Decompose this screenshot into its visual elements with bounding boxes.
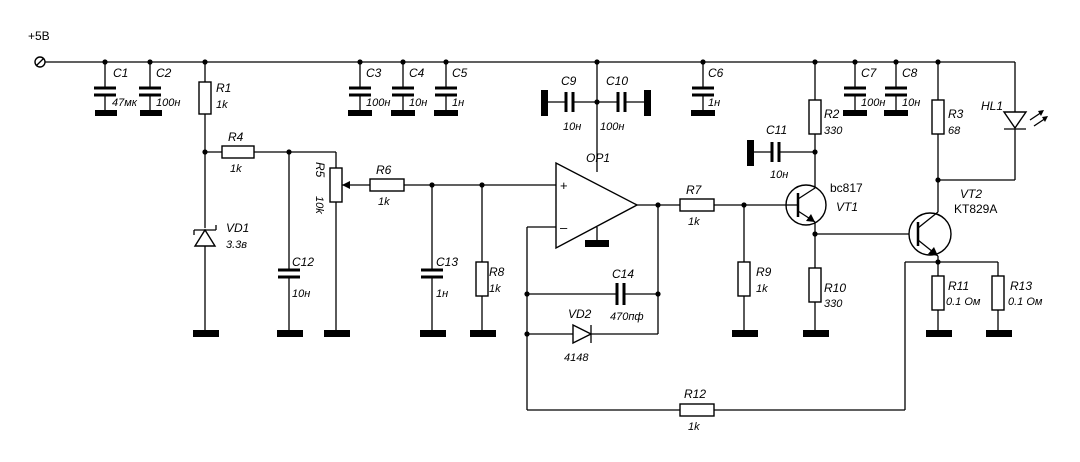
resistor-r1 (198, 81, 212, 115)
c2-name: C2 (156, 66, 172, 80)
r9-name: R9 (756, 265, 772, 279)
r9-value: 1k (756, 283, 768, 295)
vd1-name: VD1 (226, 221, 249, 235)
c5-value: 1н (452, 97, 464, 109)
capacitor-c6 (691, 59, 715, 116)
r11-value: 0.1 Ом (946, 296, 981, 308)
r1-value: 1k (216, 99, 228, 111)
r4-name: R4 (228, 130, 244, 144)
c11-name: C11 (766, 123, 787, 137)
diode-vd2 (572, 323, 593, 345)
c7-name: C7 (861, 66, 878, 80)
resistor-r6 (369, 178, 405, 192)
resistor-r7 (679, 198, 715, 212)
vt2-value: KT829A (954, 202, 997, 216)
supply-label: +5В (28, 29, 50, 43)
vt1-name: VT1 (836, 200, 858, 214)
vd2-value: 4148 (564, 352, 589, 364)
r12-name: R12 (684, 387, 706, 401)
c14-name: C14 (612, 267, 634, 281)
capacitor-c7 (843, 59, 867, 116)
c4-value: 10н (409, 97, 427, 109)
r3-value: 68 (948, 125, 961, 137)
r8-name: R8 (489, 265, 505, 279)
transistor-vt2 (908, 211, 952, 257)
r12-value: 1k (688, 421, 700, 433)
c7-value: 100н (861, 97, 885, 109)
r2-value: 330 (824, 125, 843, 137)
transistor-vt1 (785, 184, 827, 226)
capacitor-c8 (884, 59, 908, 116)
c2-value: 100н (156, 97, 180, 109)
resistor-r8 (475, 261, 489, 297)
c12-name: C12 (292, 255, 314, 269)
wiper-arrow-icon (342, 181, 350, 189)
r5-value: 10k (313, 196, 325, 214)
r10-value: 330 (824, 298, 843, 310)
capacitor-c2 (139, 59, 162, 116)
capacitor-c1 (94, 59, 117, 116)
power-input-terminal (34, 56, 46, 68)
r7-value: 1k (688, 216, 700, 228)
r13-value: 0.1 Ом (1008, 296, 1043, 308)
r11-name: R11 (948, 279, 969, 293)
c9-name: C9 (561, 74, 577, 88)
c4-name: C4 (409, 66, 425, 80)
r13-name: R13 (1010, 279, 1032, 293)
r1-name: R1 (216, 81, 231, 95)
c6-value: 1н (708, 97, 720, 109)
c6-name: C6 (708, 66, 724, 80)
capacitor-c5 (434, 59, 458, 116)
resistor-r4 (221, 145, 255, 159)
r6-name: R6 (376, 163, 392, 177)
c13-name: C13 (436, 255, 458, 269)
c1-name: C1 (113, 66, 128, 80)
c10-name: C10 (606, 74, 628, 88)
r3-name: R3 (948, 107, 964, 121)
capacitor-c4 (391, 59, 415, 116)
c11-value: 10н (770, 169, 788, 181)
r5-name: R5 (313, 162, 327, 178)
r6-value: 1k (378, 196, 390, 208)
resistor-r12 (679, 403, 715, 417)
vd1-value: 3.3в (226, 239, 247, 251)
opamp-op1 (555, 161, 639, 250)
c10-value: 100н (600, 121, 624, 133)
c3-name: C3 (366, 66, 382, 80)
resistor-r11 (931, 275, 945, 311)
c8-name: C8 (902, 66, 918, 80)
vt1-value: bc817 (830, 181, 863, 195)
r4-value: 1k (230, 163, 242, 175)
r10-name: R10 (824, 281, 846, 295)
r7-name: R7 (686, 183, 703, 197)
vd2-name: VD2 (568, 307, 592, 321)
resistor-r13 (991, 275, 1005, 311)
c8-value: 10н (902, 97, 920, 109)
potentiometer-r5 (329, 167, 343, 203)
c3-value: 100н (366, 97, 390, 109)
c5-name: C5 (452, 66, 468, 80)
op1-minus: – (560, 220, 568, 235)
hl1-name: HL1 (981, 99, 1003, 113)
zener-diode-vd1 (193, 225, 217, 247)
r8-value: 1k (489, 283, 501, 295)
c14-value: 470пф (610, 311, 644, 323)
c12-value: 10н (292, 288, 310, 300)
c9-value: 10н (563, 121, 581, 133)
resistor-r10 (808, 267, 822, 303)
capacitor-c3 (348, 59, 372, 116)
op1-plus: + (560, 178, 568, 193)
c13-value: 1н (436, 288, 448, 300)
vt2-name: VT2 (960, 187, 982, 201)
op1-name: OP1 (586, 151, 610, 165)
resistor-r2 (808, 99, 822, 135)
resistor-r3 (931, 99, 945, 135)
led-hl1 (1002, 110, 1048, 130)
c1-value: 47мк (112, 97, 138, 109)
r2-name: R2 (824, 107, 840, 121)
resistor-r9 (737, 261, 751, 297)
